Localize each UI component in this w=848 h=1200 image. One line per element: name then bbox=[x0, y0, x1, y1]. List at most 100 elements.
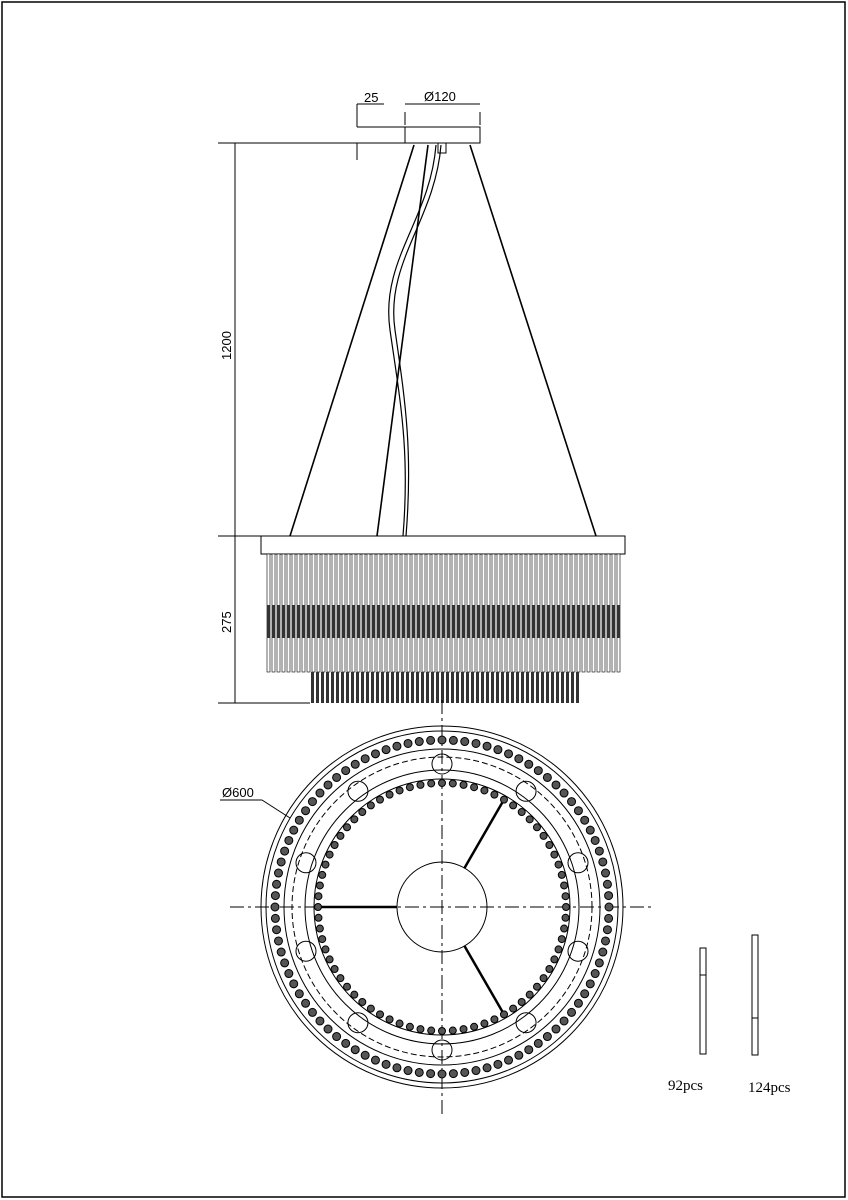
crystal-bead bbox=[270, 913, 280, 923]
rod-crystal-band bbox=[267, 605, 270, 638]
lower-rod bbox=[446, 672, 449, 703]
rod-crystal-band bbox=[567, 605, 570, 638]
crystal-bead bbox=[276, 947, 286, 957]
rod-crystal-band bbox=[617, 605, 620, 638]
rod-crystal-band bbox=[592, 605, 595, 638]
crystal-bead bbox=[561, 913, 570, 922]
lower-rod bbox=[431, 672, 434, 703]
rod-crystal-band bbox=[332, 605, 335, 638]
crystal-bead bbox=[438, 779, 446, 787]
crystal-bead bbox=[294, 815, 304, 825]
crystal-bead bbox=[332, 1032, 342, 1042]
crystal-bead bbox=[539, 831, 548, 840]
lower-rod bbox=[416, 672, 419, 703]
crystal-bead bbox=[370, 1055, 380, 1065]
crystal-bead bbox=[321, 860, 330, 869]
crystal-bead bbox=[385, 790, 394, 799]
crystal-bead bbox=[560, 924, 569, 933]
canopy bbox=[218, 103, 481, 160]
lower-rod bbox=[496, 672, 499, 703]
crystal-bead bbox=[550, 850, 559, 859]
rod-crystal-band bbox=[337, 605, 340, 638]
rod-crystal-band bbox=[597, 605, 600, 638]
crystal-bead bbox=[336, 974, 345, 983]
rod-crystal-band bbox=[562, 605, 565, 638]
lower-rod bbox=[396, 672, 399, 703]
lower-rod bbox=[526, 672, 529, 703]
lower-rod bbox=[476, 672, 479, 703]
part-count-short: 92pcs bbox=[668, 1078, 703, 1094]
lower-rod bbox=[376, 672, 379, 703]
crystal-bead bbox=[514, 754, 524, 764]
crystal-bead bbox=[427, 779, 436, 788]
crystal-bead bbox=[551, 780, 561, 790]
body-height-label: 275 bbox=[219, 611, 234, 633]
lower-rod bbox=[536, 672, 539, 703]
lamp-socket bbox=[515, 780, 537, 802]
rod-crystal-band bbox=[342, 605, 345, 638]
crystal-bead bbox=[517, 997, 526, 1006]
canopy-diameter-label: Ø120 bbox=[424, 89, 456, 104]
crystal-bead bbox=[350, 990, 359, 999]
crystal-bead bbox=[270, 891, 280, 901]
crystal-bead bbox=[585, 825, 595, 835]
crystal-bead bbox=[301, 806, 311, 816]
crystal-bead bbox=[270, 902, 280, 912]
lower-rod bbox=[546, 672, 549, 703]
rod-crystal-band bbox=[532, 605, 535, 638]
rod-crystal-band bbox=[317, 605, 320, 638]
lower-rod bbox=[366, 672, 369, 703]
crystal-bead bbox=[448, 1026, 457, 1035]
lower-rod bbox=[516, 672, 519, 703]
crystal-bead bbox=[573, 806, 583, 816]
body-diameter-label: Ø600 bbox=[222, 785, 254, 800]
rod-crystal-band bbox=[497, 605, 500, 638]
crystal-bead bbox=[350, 815, 359, 824]
crystal-bead bbox=[289, 825, 299, 835]
crystal-bead bbox=[604, 891, 614, 901]
crystal-bead bbox=[315, 788, 325, 798]
lower-rod bbox=[411, 672, 414, 703]
crystal-bead bbox=[315, 924, 324, 933]
rod-crystal-band bbox=[577, 605, 580, 638]
rod-crystal-band bbox=[447, 605, 450, 638]
lower-rod bbox=[461, 672, 464, 703]
crystal-bead bbox=[301, 998, 311, 1008]
lower-rod bbox=[531, 672, 534, 703]
rod-crystal-band bbox=[382, 605, 385, 638]
lower-rod bbox=[316, 672, 319, 703]
crystal-bead bbox=[366, 1004, 375, 1013]
lower-rod bbox=[451, 672, 454, 703]
crystal-bead bbox=[550, 955, 559, 964]
rod-crystal-band bbox=[377, 605, 380, 638]
suspension-wires bbox=[289, 144, 597, 537]
rod-crystal-band bbox=[292, 605, 295, 638]
lower-rod bbox=[361, 672, 364, 703]
rod-crystal-band bbox=[502, 605, 505, 638]
crystal-bead bbox=[601, 868, 611, 878]
crystal-bead bbox=[602, 925, 612, 935]
rod-crystal-band bbox=[407, 605, 410, 638]
rod-crystal-band bbox=[542, 605, 545, 638]
rod-crystal-band bbox=[482, 605, 485, 638]
crystal-bead bbox=[545, 965, 554, 973]
crystal-bead bbox=[272, 879, 282, 889]
crystal-bead bbox=[318, 935, 327, 944]
crystal-bead bbox=[307, 797, 317, 807]
lower-rod bbox=[346, 672, 349, 703]
rod-crystal-band bbox=[362, 605, 365, 638]
crystal-bead bbox=[460, 737, 470, 747]
crystal-bead bbox=[500, 795, 508, 804]
rod-crystal-band bbox=[552, 605, 555, 638]
crystal-bead bbox=[559, 788, 569, 798]
lamp-socket bbox=[347, 1012, 369, 1034]
rod-crystal-band bbox=[347, 605, 350, 638]
crystal-bead bbox=[480, 1019, 489, 1028]
rod-crystal-band bbox=[452, 605, 455, 638]
crystal-bead bbox=[350, 759, 360, 769]
rod-crystal-band bbox=[402, 605, 405, 638]
lower-rod bbox=[481, 672, 484, 703]
height-dimension bbox=[218, 143, 310, 704]
support-arm bbox=[463, 945, 508, 1019]
